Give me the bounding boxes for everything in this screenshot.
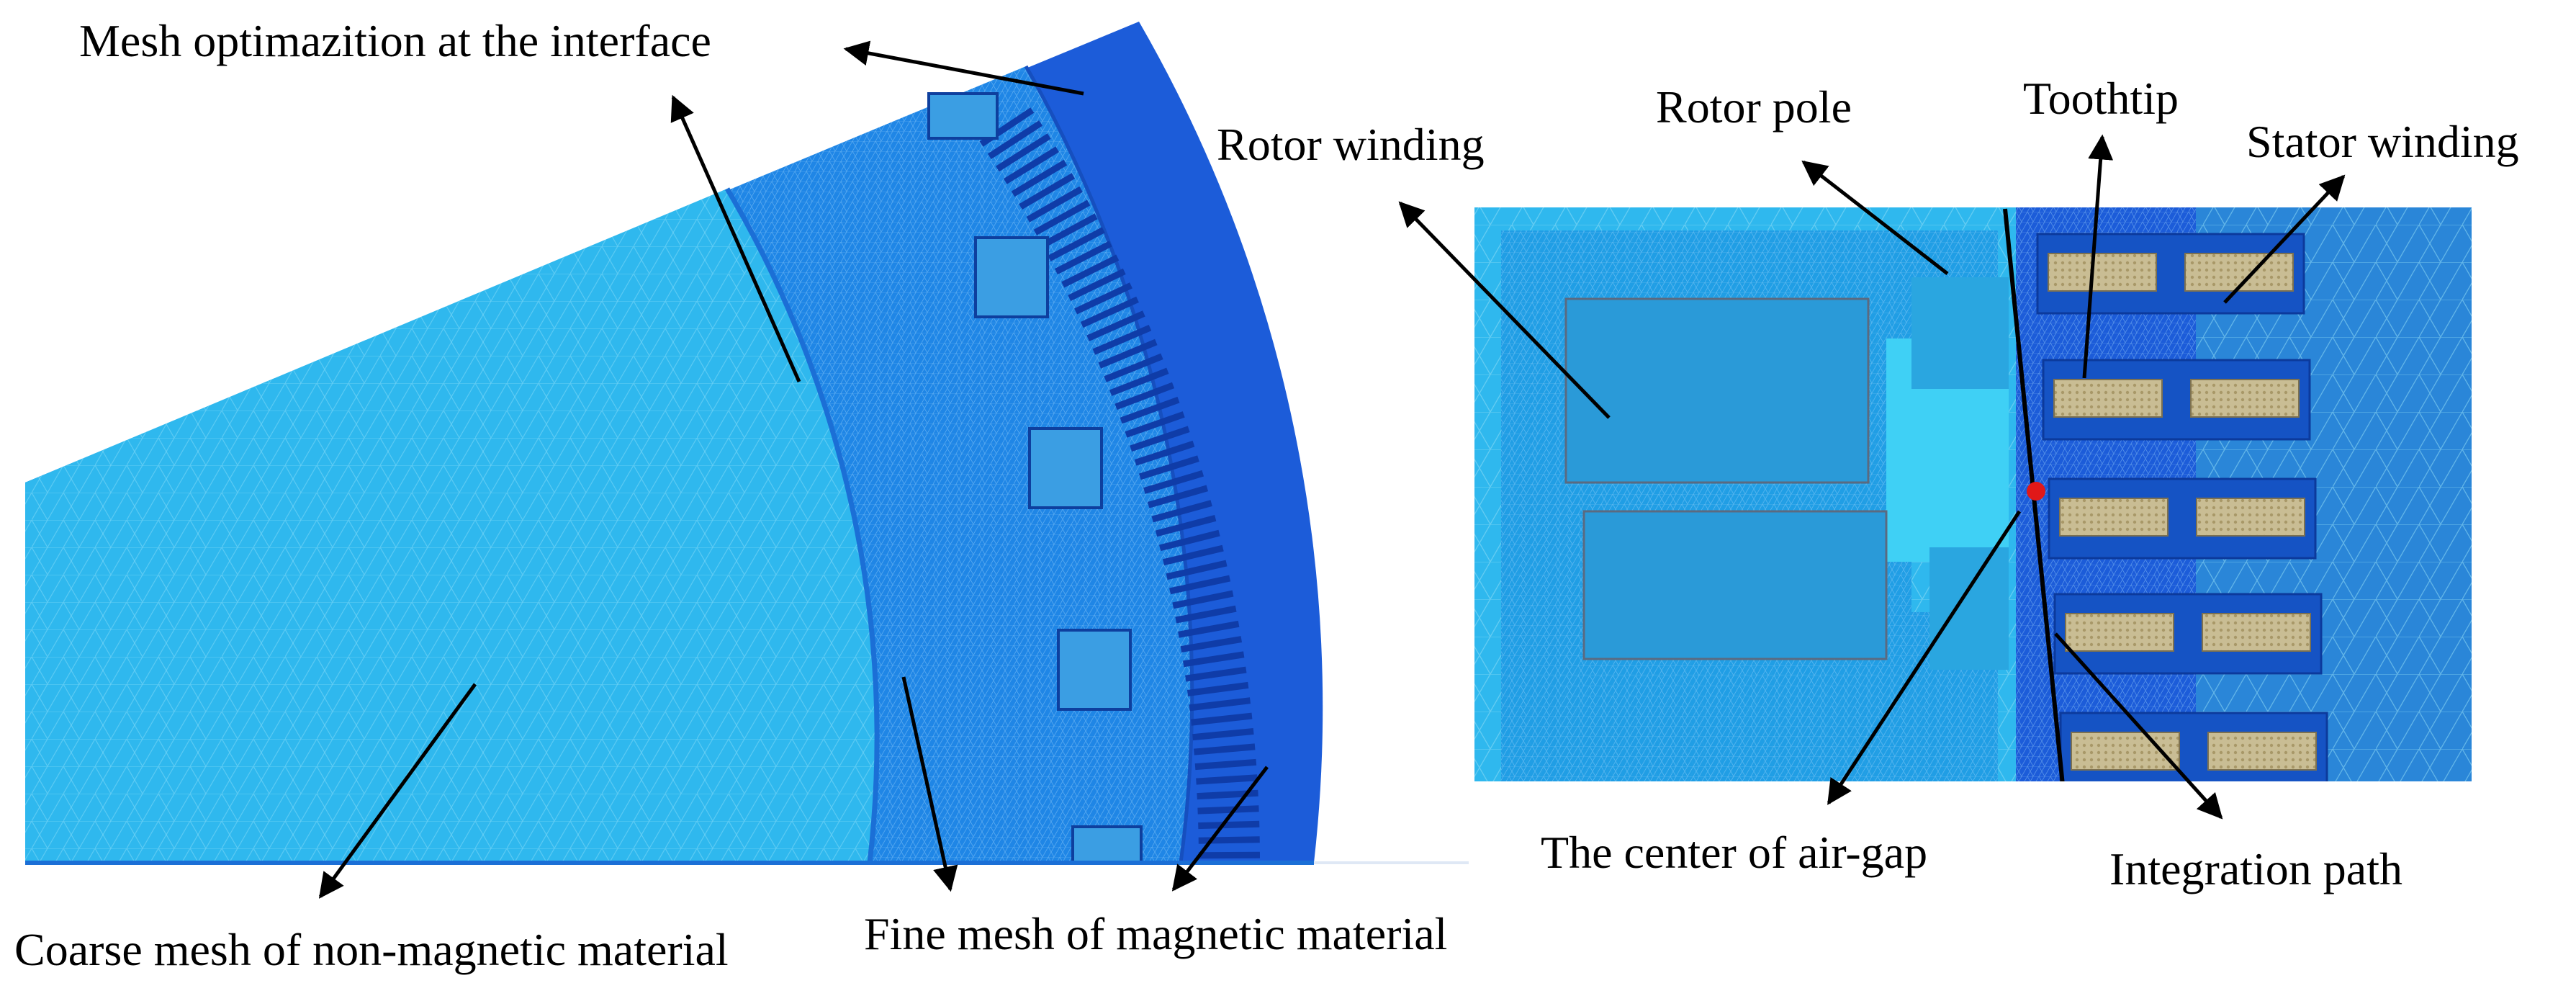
rotor-winding-arrow xyxy=(1398,201,1611,419)
stator-slot xyxy=(1172,590,1234,609)
rotor-pole xyxy=(927,92,999,140)
stator-slot xyxy=(1011,159,1068,197)
right-arrows xyxy=(1398,134,2346,820)
stator-slots-zoom xyxy=(2036,233,2328,781)
stator-slot xyxy=(1048,227,1105,261)
stator-winding-arrow xyxy=(2223,174,2346,304)
fine-mesh-label: Fine mesh of magnetic material xyxy=(864,908,1447,959)
stator-slot xyxy=(1125,411,1185,438)
stator-winding-conductor xyxy=(2207,732,2317,771)
stator-slot xyxy=(1003,146,1059,184)
stator-slot xyxy=(1143,470,1204,494)
stator-slot xyxy=(1151,500,1212,523)
rotor-winding-label: Rotor winding xyxy=(1217,119,1485,170)
rotor-pole-arrow xyxy=(1801,160,1949,275)
stator-slot xyxy=(1098,338,1158,369)
stator-winding-conductor xyxy=(2048,253,2157,292)
stator-slot xyxy=(1086,310,1145,341)
rotor-poles xyxy=(927,92,1143,864)
rotor-pole xyxy=(974,236,1049,318)
airgap-center-label: The center of air-gap xyxy=(1541,827,1927,878)
stator-slot xyxy=(1194,743,1256,755)
stator-slot xyxy=(1186,681,1249,696)
interface-arrow xyxy=(843,40,1084,96)
interface-arrow xyxy=(670,94,801,383)
stator-winding-conductor xyxy=(2065,613,2174,652)
stator-slot xyxy=(1080,296,1139,328)
rotor-pole xyxy=(1057,629,1132,711)
rotor-pole-tip xyxy=(1911,277,2009,389)
airgap-center-marker xyxy=(2027,482,2045,501)
toothtip-label: Toothtip xyxy=(2023,73,2179,124)
stator-slot xyxy=(1134,440,1195,466)
coarse-mesh-label: Coarse mesh of non-magnetic material xyxy=(14,924,729,975)
rotor-winding-conductor xyxy=(1582,510,1888,660)
stator-winding-conductor xyxy=(2196,498,2305,537)
stator-slot xyxy=(1178,620,1240,638)
stator-slot xyxy=(1185,666,1247,682)
integration-path-label: Integration path xyxy=(2109,843,2402,894)
stator-winding-conductor xyxy=(2202,613,2311,652)
integration-path-arrow xyxy=(2054,632,2223,820)
stator-slot xyxy=(1092,324,1152,355)
stator-slot xyxy=(1169,575,1231,595)
stator-slot xyxy=(1130,426,1190,452)
stator-slot xyxy=(1120,396,1180,424)
stator-slot xyxy=(1196,774,1258,785)
toothtip-arrow xyxy=(2082,134,2114,379)
airgap-center-arrow xyxy=(1827,510,2022,805)
rotor-pole xyxy=(1028,427,1103,509)
fine-arrow xyxy=(901,676,958,892)
stator-slot xyxy=(1166,560,1228,580)
stator-slot xyxy=(1162,544,1224,566)
stator-slot xyxy=(1182,651,1245,668)
stator-winding-label: Stator winding xyxy=(2246,116,2519,167)
stator-slot xyxy=(1068,268,1126,301)
stator-slot xyxy=(1019,173,1076,210)
rotor-pole-label: Rotor pole xyxy=(1656,81,1852,133)
stator-slot xyxy=(1026,186,1083,223)
stator-slot xyxy=(1194,758,1257,771)
stator-winding-conductor xyxy=(2059,498,2169,537)
zoomed-airgap-mesh xyxy=(1474,207,2472,781)
stator-slot xyxy=(1197,805,1259,815)
stator-slot xyxy=(1159,529,1220,552)
stator-slot xyxy=(987,120,1043,159)
stator-slot xyxy=(1175,605,1237,624)
stator-slot xyxy=(996,133,1051,172)
stator-slot xyxy=(1040,213,1098,248)
stator-slot xyxy=(1192,727,1254,741)
stator-slots xyxy=(979,107,1260,859)
left-arrows xyxy=(318,40,1269,899)
fine-arrow xyxy=(1171,766,1269,892)
stator-winding-conductor xyxy=(2053,379,2163,418)
interface-label: Mesh optimazition at the interface xyxy=(79,15,711,66)
stator-winding-conductor xyxy=(2190,379,2300,418)
stator-slot xyxy=(1138,455,1199,480)
stator-slot xyxy=(1054,241,1112,275)
stator-slot xyxy=(1061,254,1120,288)
machine-sector-mesh xyxy=(25,22,1469,865)
stator-slot xyxy=(1033,199,1091,235)
stator-slot xyxy=(1198,820,1260,830)
interface-boundary xyxy=(724,187,880,863)
rotor-pole-tip xyxy=(1929,547,2009,670)
stator-slot xyxy=(1074,282,1132,315)
stator-slot xyxy=(1114,382,1175,410)
stator-slot xyxy=(1155,514,1217,537)
stator-slot xyxy=(1189,697,1251,712)
stator-slot xyxy=(1180,636,1242,652)
stator-slot xyxy=(1147,485,1209,508)
rotor-pole xyxy=(1071,825,1143,864)
stator-slot xyxy=(1104,353,1163,382)
coarse-arrow xyxy=(318,683,477,899)
stator-slot xyxy=(1109,367,1169,396)
pole-neck xyxy=(1886,338,2009,562)
stator-slot xyxy=(1190,712,1253,726)
rotor-winding-conductor xyxy=(1564,297,1870,484)
